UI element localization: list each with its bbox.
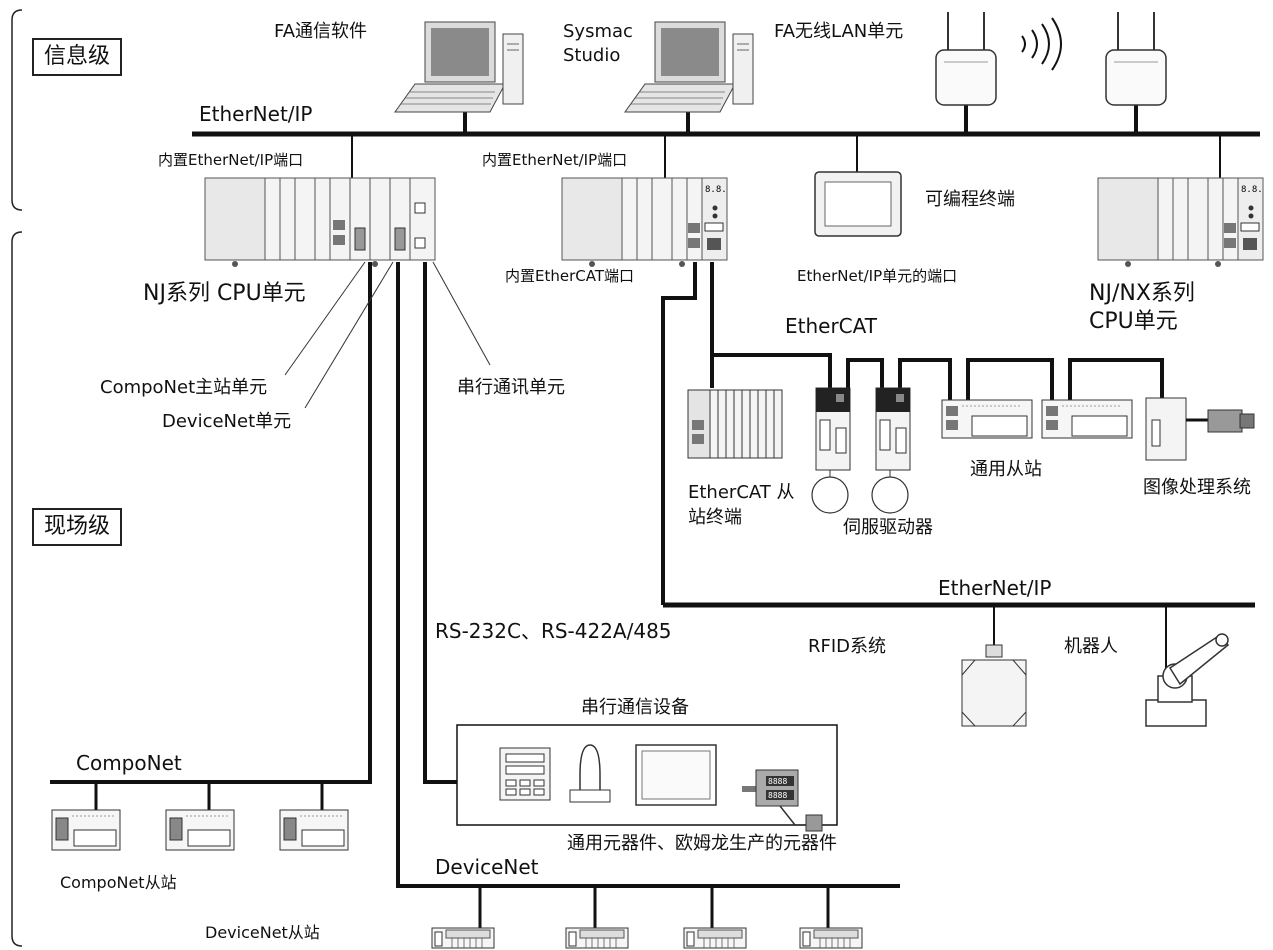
njnx-cpu-label-line1: NJ/NX系列 bbox=[1089, 281, 1195, 306]
componet-slave-icon bbox=[279, 809, 349, 851]
info-level-label: 信息级 bbox=[32, 38, 123, 77]
plc-rack-icon bbox=[204, 177, 436, 268]
laptop-icon bbox=[394, 21, 524, 113]
componet-label: CompoNet bbox=[76, 751, 182, 775]
plc-rack-icon bbox=[1097, 177, 1264, 268]
servo-drive-label: 伺服驱动器 bbox=[843, 517, 933, 538]
plc-rack-icon bbox=[561, 177, 728, 268]
display-panel-icon bbox=[635, 744, 717, 806]
sysmac-label-line1: Sysmac bbox=[563, 21, 633, 42]
ethercat-slave-terminal bbox=[687, 389, 783, 459]
wireless-unit-icon bbox=[1105, 11, 1167, 106]
camera-icon bbox=[1145, 397, 1255, 461]
componet-master-label: CompoNet主站单元 bbox=[100, 377, 268, 398]
njnx-cpu-label-line2: CPU单元 bbox=[1089, 309, 1178, 334]
wireless-unit-icon bbox=[935, 11, 997, 106]
robot-label: 机器人 bbox=[1064, 636, 1118, 657]
devicenet-label: DeviceNet bbox=[435, 855, 539, 879]
ethercat-label: EtherCAT bbox=[785, 314, 877, 338]
rfid-label: RFID系统 bbox=[808, 636, 887, 657]
rfid-reader-icon bbox=[961, 644, 1027, 727]
barcode-scanner-icon bbox=[569, 744, 611, 803]
fa-wireless-label: FA无线LAN单元 bbox=[774, 21, 904, 42]
general-components-label: 通用元器件、欧姆龙生产的元器件 bbox=[567, 833, 837, 854]
builtin-eip-port-label: 内置EtherNet/IP端口 bbox=[482, 151, 628, 169]
ethercat-slave-terminal-label-line1: EtherCAT 从 bbox=[688, 482, 795, 503]
vision-system-label: 图像处理系统 bbox=[1143, 477, 1251, 498]
fa-software-label: FA通信软件 bbox=[274, 21, 368, 42]
programmable-terminal-label: 可编程终端 bbox=[925, 189, 1015, 210]
serial-devices-label: 串行通信设备 bbox=[581, 697, 689, 718]
servo-drive-icon bbox=[871, 387, 911, 514]
controller-icon bbox=[499, 747, 551, 801]
builtin-eip-port-label: 内置EtherNet/IP端口 bbox=[158, 151, 304, 169]
devicenet-slave-icon bbox=[431, 927, 495, 949]
devicenet-slave-label: DeviceNet从站 bbox=[205, 923, 320, 942]
servo-drive-icon bbox=[811, 387, 851, 514]
ethernet-ip-top-label: EtherNet/IP bbox=[199, 102, 313, 126]
serial-unit-label: 串行通讯单元 bbox=[457, 377, 565, 398]
field-level-label: 现场级 bbox=[32, 508, 123, 547]
touch-panel-icon bbox=[814, 171, 902, 237]
general-slave-icon bbox=[941, 399, 1033, 439]
componet-slave-icon bbox=[165, 809, 235, 851]
temperature-controller-icon: 8888 8888 bbox=[742, 769, 823, 832]
sysmac-label-line2: Studio bbox=[563, 45, 621, 66]
laptop-icon bbox=[624, 21, 754, 113]
nj-cpu-label: NJ系列 CPU单元 bbox=[143, 281, 306, 306]
serial-network-label: RS-232C、RS-422A/485 bbox=[435, 619, 672, 643]
devicenet-slave-icon bbox=[799, 927, 863, 949]
devicenet-slave-icon bbox=[565, 927, 629, 949]
builtin-ethercat-port-label: 内置EtherCAT端口 bbox=[505, 267, 634, 285]
eip-unit-port-label: EtherNet/IP单元的端口 bbox=[797, 267, 958, 285]
svg-text:8888: 8888 bbox=[768, 791, 787, 800]
componet-slave-label: CompoNet从站 bbox=[60, 873, 177, 892]
devicenet-unit-label: DeviceNet单元 bbox=[162, 411, 292, 432]
svg-text:8888: 8888 bbox=[768, 777, 787, 786]
general-slave-label: 通用从站 bbox=[970, 459, 1042, 480]
ethercat-slave-terminal-label-line2: 站终端 bbox=[688, 507, 742, 528]
robot-arm-icon bbox=[1145, 633, 1230, 727]
general-slave-icon bbox=[1041, 399, 1133, 439]
componet-slave-icon bbox=[51, 809, 121, 851]
devicenet-slave-icon bbox=[683, 927, 747, 949]
ethernet-ip-lower-label: EtherNet/IP bbox=[938, 576, 1052, 600]
wireless-signal-icon bbox=[1021, 17, 1062, 71]
